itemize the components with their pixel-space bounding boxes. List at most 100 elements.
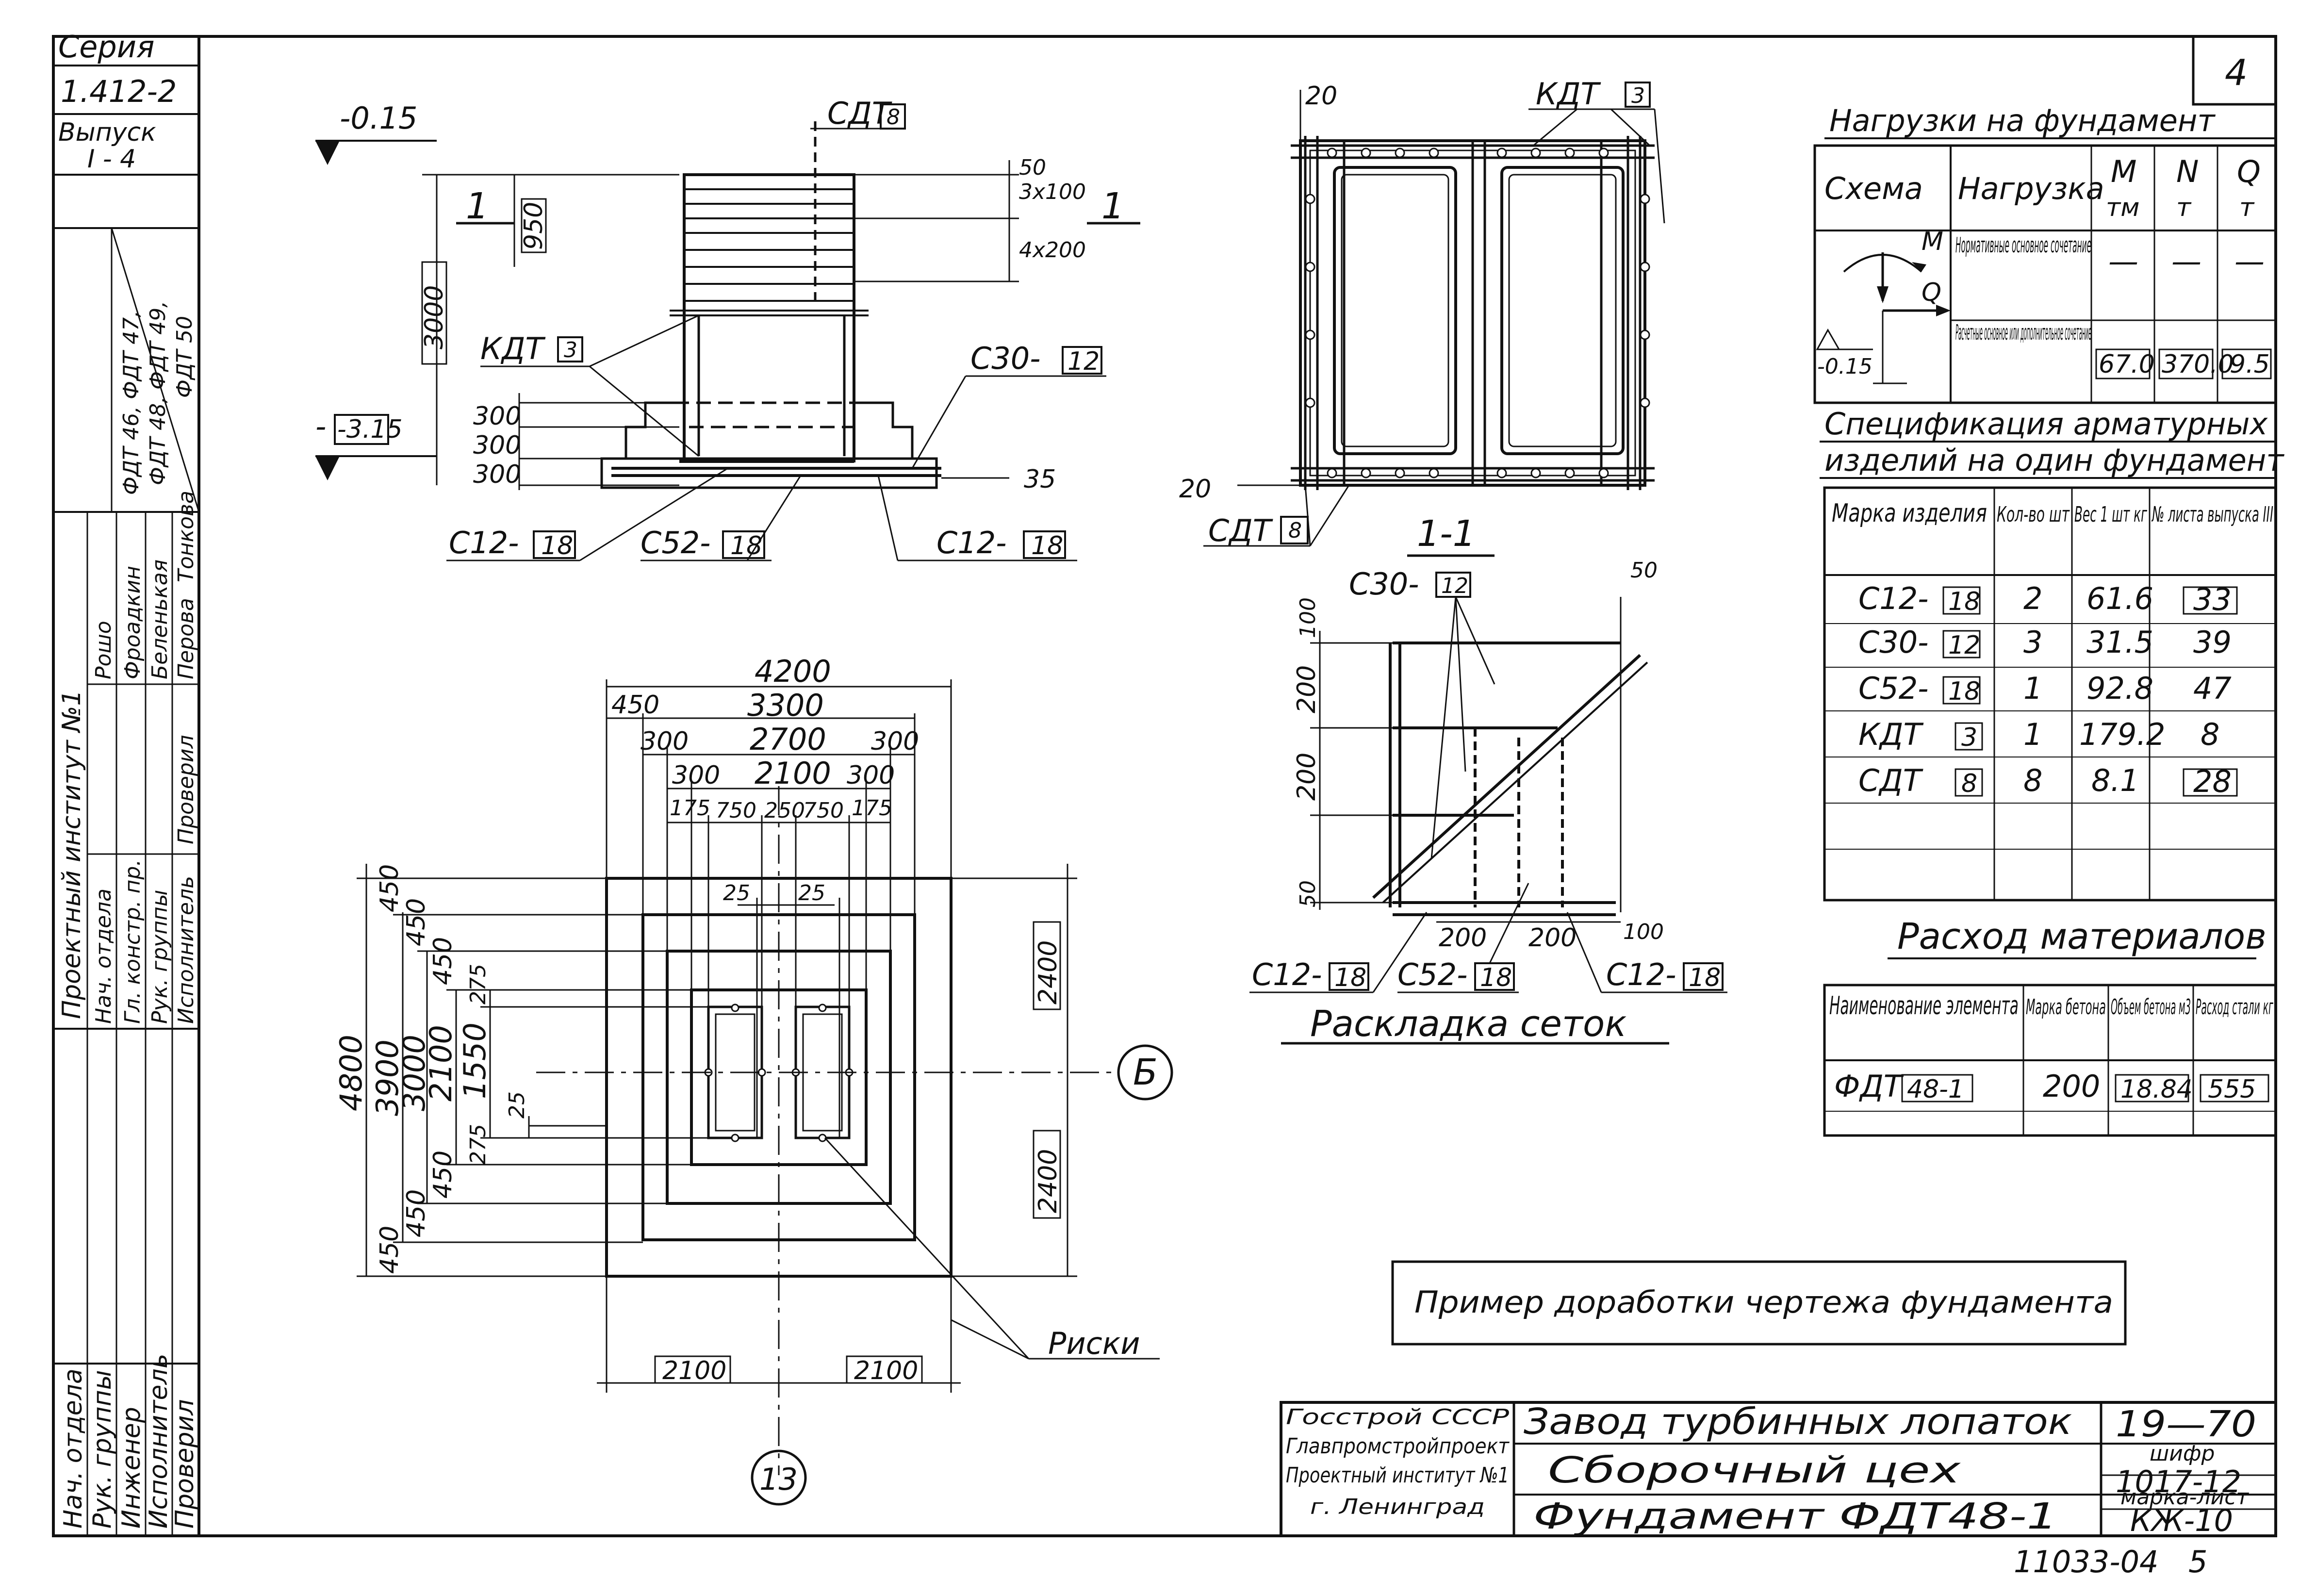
loads-unit-m: тм — [2106, 193, 2140, 222]
elevation-top: -0.15 — [340, 100, 417, 136]
plan-dim-3300: 3300 — [747, 688, 824, 723]
applies-to-line-2: ФДТ 48, ФДТ 49, — [146, 301, 170, 485]
materials-title: Расход материалов — [1897, 916, 2267, 957]
dim-950: 950 — [519, 202, 548, 250]
cut-label-sdt: СДТ — [1208, 513, 1273, 548]
plan-dim-450-b: 450 — [402, 898, 431, 946]
label-s30: С30- — [970, 341, 1041, 376]
dim-300-a: 300 — [473, 402, 521, 431]
spec-head-sheet: № листа выпуска III — [2151, 502, 2273, 527]
layout-label-s12-right-num: 18 — [1689, 963, 1721, 992]
name-1: Рошо — [91, 621, 116, 679]
materials-row-num: 48-1 — [1907, 1075, 1964, 1104]
dim-300-b: 300 — [473, 431, 521, 460]
plan-dim-3900: 3900 — [370, 1039, 405, 1116]
dim-35: 35 — [1024, 465, 1056, 494]
bottom-code: 11033-04 — [2014, 1544, 2159, 1580]
loads-head-n: N — [2176, 154, 2199, 189]
left-strip: Серия 1.412-2 Выпуск I - 4 ФДТ 46, ФДТ 4… — [53, 29, 200, 1536]
scheme-elev: -0.15 — [1817, 354, 1873, 379]
role-2: Гл. констр. пр. — [120, 859, 145, 1024]
label-s52: С52- — [641, 525, 711, 560]
spec-row3-qty: 1 — [2023, 671, 2042, 706]
lower-role-4: Исполнитель — [144, 1354, 173, 1529]
cut-label-kdt-num: 3 — [1631, 83, 1645, 108]
plan-dim-25-a: 25 — [723, 881, 750, 905]
axis-b-label: Б — [1133, 1052, 1158, 1093]
spec-title-2: изделий на один фундамент — [1824, 443, 2284, 478]
cipher-value: 1017-12 — [2116, 1464, 2241, 1499]
plan-dim-275-b: 275 — [466, 1124, 491, 1165]
spec-row5-num: 8 — [1961, 769, 1977, 798]
layout-label-s12-right: С12- — [1606, 957, 1676, 992]
label-sdt-num: 8 — [887, 105, 900, 130]
label-s30-num: 12 — [1068, 347, 1100, 376]
plan-view: Б 13 4200 450 3300 300 — [333, 654, 1173, 1506]
applies-to-line-3: ФДТ 50 — [172, 316, 197, 398]
doc-code: 19—70 — [2116, 1403, 2256, 1445]
institute-name: Проектный институт №1 — [57, 690, 86, 1019]
title-block: Госстрой СССР Главпромстройпроект Проект… — [1280, 1401, 2277, 1538]
label-s12-left: С12- — [449, 525, 519, 560]
spec-row: С12- 18 2 61.6 33 — [1858, 581, 2238, 617]
layout-dim-200-d: 200 — [1528, 923, 1577, 953]
materials-row-steel: 555 — [2208, 1075, 2256, 1104]
layout-dim-50-left: 50 — [1296, 880, 1320, 907]
note-text: Пример доработки чертежа фундамента — [1414, 1284, 2113, 1320]
cut-label-kdt: КДТ — [1536, 76, 1601, 112]
plan-dim-300-d: 300 — [847, 761, 895, 790]
spec-row1-num: 18 — [1948, 587, 1980, 616]
spec-row3-weight: 92.8 — [2086, 671, 2153, 706]
materials-row-volume: 18.84 — [2120, 1075, 2193, 1104]
spec-title-1: Спецификация арматурных — [1824, 406, 2268, 442]
org-line-2: Главпромстройпроект — [1286, 1434, 1510, 1459]
materials-head-steel: Расход стали кг — [2196, 995, 2273, 1020]
spec-row1-sheet: 33 — [2193, 582, 2232, 617]
cut-mark-left: 1 — [466, 185, 489, 227]
layout-label-s30: С30- — [1349, 566, 1419, 602]
role-3: Рук. группы — [148, 890, 172, 1024]
issue-value: I - 4 — [87, 145, 136, 174]
cut-dim-top: 20 — [1305, 82, 1337, 111]
cut-view-title: 1-1 — [1417, 513, 1476, 555]
spec-row1-weight: 61.6 — [2086, 581, 2153, 616]
mark-value: КЖ-10 — [2130, 1503, 2233, 1538]
name-2: Фроадкин — [120, 566, 145, 679]
layout-label-s12-left-num: 18 — [1334, 963, 1366, 992]
mesh-layout-view: 100 200 200 50 50 200 200 100 С30- 12 С1… — [1249, 558, 1727, 1045]
materials-row-grade: 200 — [2043, 1069, 2100, 1104]
role-4: Исполнитель — [174, 876, 198, 1024]
loads-row2-n: 370.0 — [2162, 350, 2234, 379]
label-s52-num: 18 — [730, 531, 762, 560]
layout-dim-100-b: 100 — [1623, 920, 1664, 944]
plan-dim-300-c: 300 — [672, 761, 720, 790]
layout-label-s30-num: 12 — [1441, 574, 1468, 598]
spec-row: С52- 18 1 92.8 47 — [1858, 671, 2232, 706]
shop-name: Сборочный цех — [1548, 1449, 1961, 1491]
spec-row4-qty: 1 — [2023, 717, 2042, 752]
plan-dim-4200: 4200 — [755, 654, 831, 689]
spec-row5-sheet: 28 — [2193, 764, 2232, 799]
spec-row1-mark: С12- — [1858, 581, 1929, 616]
loads-row1-name: Нормативные основное сочетание — [1955, 233, 2091, 258]
plan-dim-2700: 2700 — [750, 722, 826, 757]
spec-row: С30- 12 3 31.5 39 — [1858, 625, 2232, 660]
materials-head-volume: Объем бетона м3 — [2111, 995, 2191, 1020]
org-line-3: Проектный институт №1 — [1286, 1463, 1509, 1488]
spec-head-qty: Кол-во шт — [1997, 502, 2070, 527]
plan-dim-175-a: 175 — [670, 796, 710, 821]
materials-row-name: ФДТ — [1834, 1069, 1904, 1104]
layout-label-s52-num: 18 — [1480, 963, 1512, 992]
issue-label: Выпуск — [58, 118, 156, 147]
lower-role-3: Инженер — [117, 1407, 146, 1529]
name-5: Тонкова — [174, 491, 198, 582]
cut-view-1-1: 20 20 КДТ 3 СДТ 8 1-1 — [1179, 76, 1665, 557]
series-value: 1.412-2 — [61, 74, 177, 109]
loads-row1-m: — — [2108, 244, 2138, 279]
materials-head-grade: Марка бетона — [2026, 995, 2106, 1020]
spec-row4-weight: 179.2 — [2079, 717, 2166, 752]
plan-dim-25-b: 25 — [798, 881, 825, 905]
note-box: Пример доработки чертежа фундамента — [1391, 1260, 2127, 1346]
plan-dim-1550: 1550 — [457, 1022, 493, 1099]
layout-label-s12-left: С12- — [1252, 957, 1322, 992]
